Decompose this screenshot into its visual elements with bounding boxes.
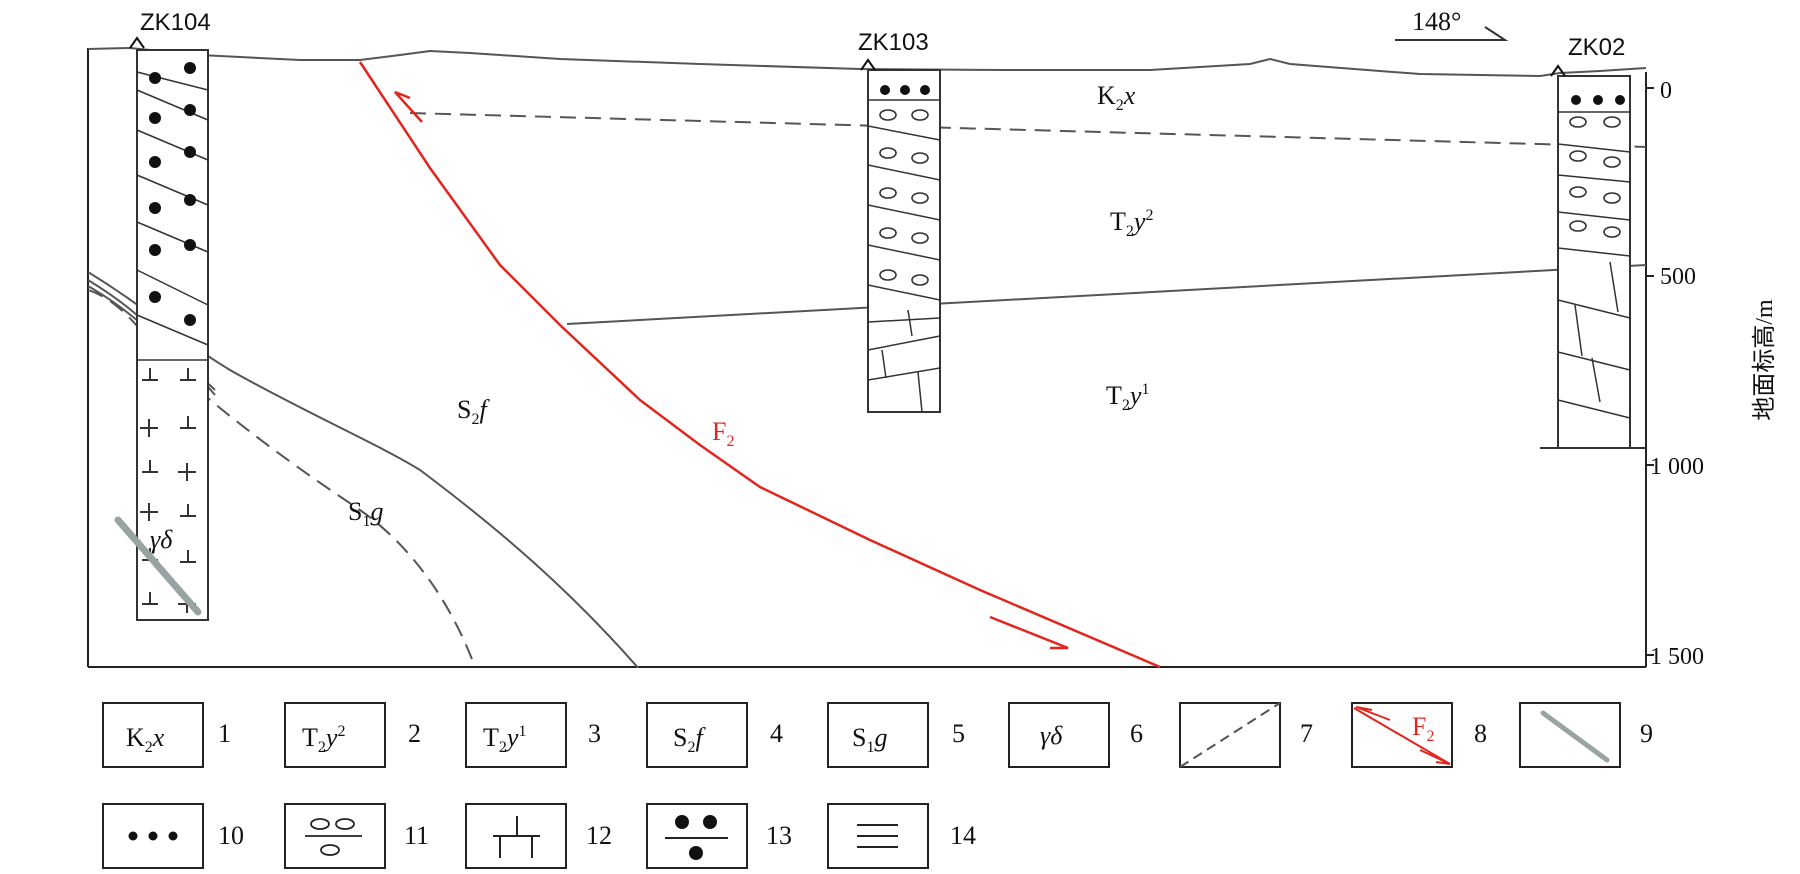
legend-num-8: 8 bbox=[1474, 719, 1487, 748]
axis-title: 地面标高/m bbox=[1751, 299, 1778, 421]
tick-1000: 1 000 bbox=[1650, 454, 1704, 480]
t2y-boundary bbox=[566, 264, 1647, 325]
zk02-label: ZK02 bbox=[1568, 34, 1625, 61]
legend-s1g: S1g bbox=[852, 723, 887, 756]
legend-num-6: 6 bbox=[1130, 719, 1143, 748]
legend-num-3: 3 bbox=[588, 719, 601, 748]
fault-arrow-lower bbox=[989, 615, 1069, 650]
legend-num-1: 1 bbox=[218, 719, 231, 748]
section-frame bbox=[87, 48, 1647, 668]
zk104-label: ZK104 bbox=[140, 9, 211, 36]
borehole-zk02 bbox=[1540, 64, 1646, 449]
fault-f2-line bbox=[358, 61, 1161, 668]
legend-num-10: 10 bbox=[218, 821, 244, 850]
tick-1500: 1 500 bbox=[1650, 644, 1704, 670]
legend-s2f: S2f bbox=[673, 723, 706, 756]
unit-t2y1-label: T2y1 bbox=[1106, 381, 1149, 414]
fault-arrow-upper bbox=[394, 90, 423, 123]
legend-num-4: 4 bbox=[770, 719, 783, 748]
borehole-zk103 bbox=[860, 58, 941, 413]
zk103-label: ZK103 bbox=[858, 29, 929, 56]
legend-box-5 bbox=[827, 702, 929, 768]
orientation-arrow: 148° bbox=[1395, 7, 1509, 41]
legend-yd: γδ bbox=[1040, 721, 1063, 750]
legend-num-12: 12 bbox=[586, 821, 612, 850]
legend-num-5: 5 bbox=[952, 719, 965, 748]
legend-num-11: 11 bbox=[404, 821, 429, 850]
tick-0: 0 bbox=[1660, 78, 1672, 104]
legend-box-2 bbox=[284, 702, 386, 768]
s1g-dashed-boundary bbox=[88, 289, 476, 668]
legend-num-13: 13 bbox=[766, 821, 792, 850]
legend-t2y2: T2y2 bbox=[302, 723, 345, 756]
legend-num-9: 9 bbox=[1640, 719, 1653, 748]
orientation-label: 148° bbox=[1412, 7, 1461, 36]
tick-500: 500 bbox=[1660, 264, 1696, 290]
elevation-axis: 0 500 1 000 1 500 地面标高/m bbox=[1646, 78, 1778, 670]
unit-s1g-label: S1g bbox=[348, 497, 383, 530]
legend-f2: F2 bbox=[1412, 712, 1434, 745]
legend-t2y1: T2y1 bbox=[483, 723, 526, 756]
unit-yd-label: γδ bbox=[150, 525, 173, 554]
legend-num-7: 7 bbox=[1300, 719, 1313, 748]
legend-num-2: 2 bbox=[408, 719, 421, 748]
unit-t2y2-label: T2y2 bbox=[1110, 207, 1153, 240]
fault-f2-label: F2 bbox=[712, 417, 734, 450]
legend-box-4 bbox=[646, 702, 748, 768]
unit-k2x-label: K2x bbox=[1097, 81, 1136, 114]
dyke-symbol bbox=[114, 516, 202, 616]
borehole-zk104 bbox=[114, 36, 209, 621]
legend-box-3 bbox=[465, 702, 567, 768]
legend-box-6 bbox=[1008, 702, 1110, 768]
k2x-boundary bbox=[409, 112, 1647, 148]
legend-box-1 bbox=[102, 702, 204, 768]
unit-s2f-label: S2f bbox=[457, 395, 490, 428]
legend-k2x: K2x bbox=[126, 723, 165, 756]
legend-num-14: 14 bbox=[950, 821, 976, 850]
legend: K2x 1 T2y2 2 T2y1 3 S2f 4 S1g 5 γδ 6 bbox=[102, 702, 1653, 869]
